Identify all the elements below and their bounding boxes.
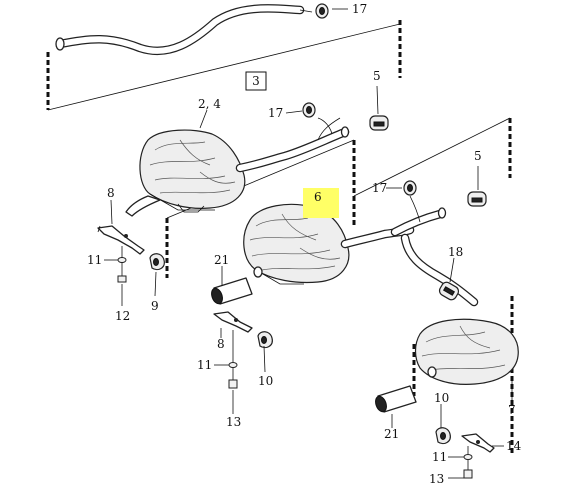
clamp-18 <box>438 281 460 301</box>
rear-muffler-2-4 <box>125 129 246 217</box>
label-5-right: 5 <box>474 149 482 163</box>
group-label: 3 <box>252 74 260 88</box>
label-9: 9 <box>151 299 159 313</box>
label-10-right: 10 <box>434 391 449 405</box>
tail-pipe-21-mid <box>211 266 263 305</box>
bolt-11-left <box>117 246 127 263</box>
rear-muffler-7 <box>414 318 519 385</box>
upper-assembly-boundary <box>46 20 402 111</box>
label-17-mid: 17 <box>268 106 283 120</box>
label-7: 7 <box>508 403 516 417</box>
label-6: 6 <box>314 190 322 204</box>
bolt-11-mid <box>228 330 238 368</box>
bolt-13-mid <box>228 368 238 389</box>
rubber-mount-17-right <box>403 180 417 196</box>
bolt-13-right <box>463 460 473 479</box>
rubber-mount-10-mid <box>257 331 273 349</box>
bolt-12 <box>117 262 127 283</box>
rubber-mount-10-right <box>435 427 451 445</box>
label-5-top: 5 <box>373 69 381 83</box>
assembly-7-boundary <box>412 296 514 454</box>
highlight-box <box>303 188 339 218</box>
callout-labels: 17 17 2, 4 5 5 17 6 8 11 9 12 21 8 11 10… <box>87 2 522 486</box>
label-11-right: 11 <box>432 450 447 464</box>
label-18: 18 <box>448 245 463 259</box>
bolt-11-right <box>463 446 473 460</box>
label-10-mid: 10 <box>258 374 273 388</box>
clamp-5-right <box>467 191 487 207</box>
hanger-bracket-8-left <box>97 225 145 255</box>
hanger-bracket-14 <box>461 433 495 453</box>
intermediate-pipe-2-4 <box>235 117 350 173</box>
label-14: 14 <box>506 439 522 453</box>
rubber-mount-17-mid <box>302 102 333 135</box>
tail-pipe-21-right <box>375 385 417 413</box>
label-8-left: 8 <box>107 186 115 200</box>
rubber-mount-9 <box>149 253 165 271</box>
label-13-mid: 13 <box>226 415 241 429</box>
assembly-5-boundary <box>352 117 512 228</box>
label-21-mid: 21 <box>214 253 229 267</box>
label-17-right: 17 <box>372 181 387 195</box>
label-2-4: 2, 4 <box>198 97 221 111</box>
clamp-5-top <box>369 115 389 131</box>
label-17-top: 17 <box>352 2 367 16</box>
leader-lines <box>104 8 513 479</box>
label-11-left: 11 <box>87 253 102 267</box>
label-21-right: 21 <box>384 427 399 441</box>
y-pipe <box>340 195 479 307</box>
rubber-mount-17-top <box>315 3 329 19</box>
group-label-box: 3 <box>245 71 267 91</box>
label-11-mid: 11 <box>197 358 212 372</box>
front-pipe <box>55 4 313 56</box>
label-12: 12 <box>115 309 130 323</box>
label-13-right: 13 <box>429 472 444 486</box>
label-8-mid: 8 <box>217 337 225 351</box>
hanger-bracket-8-mid <box>213 311 253 333</box>
